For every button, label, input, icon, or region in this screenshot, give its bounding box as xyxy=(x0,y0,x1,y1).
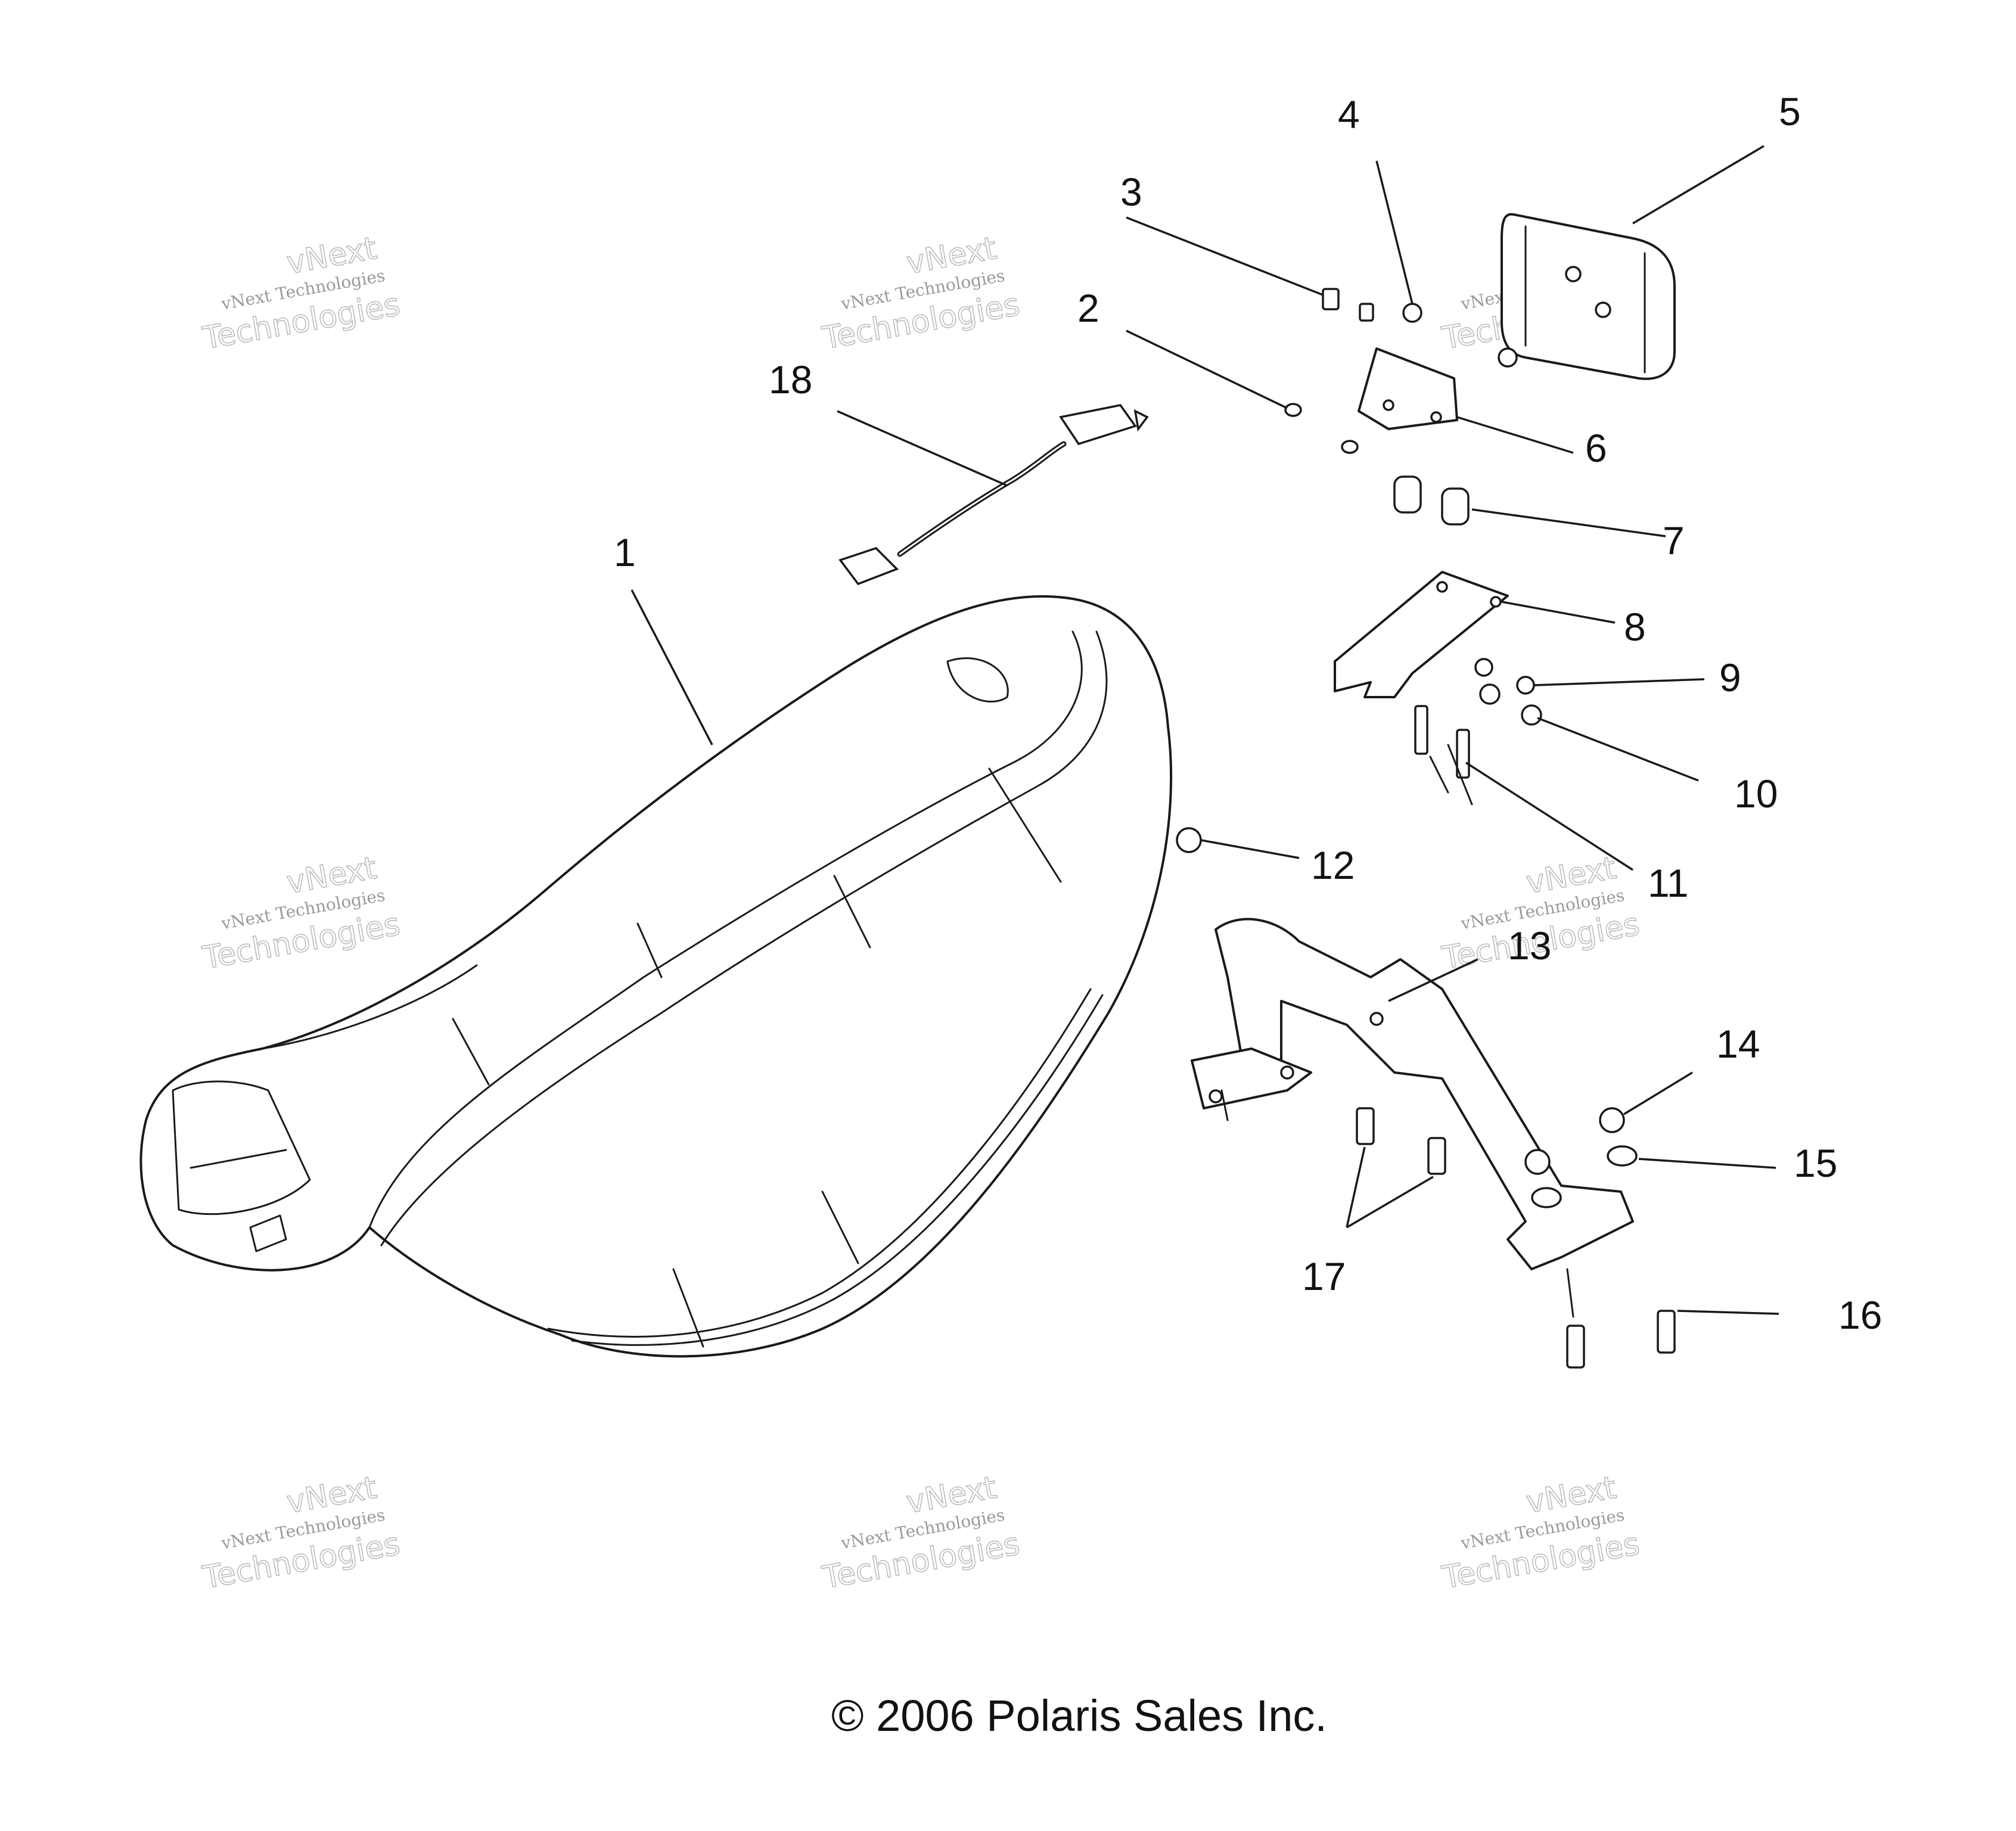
callout-1: 1 xyxy=(614,530,636,574)
callout-13: 13 xyxy=(1508,924,1551,968)
callout-3: 3 xyxy=(1120,170,1142,214)
copyright-text: © 2006 Polaris Sales Inc. xyxy=(831,1691,1327,1740)
callout-4: 4 xyxy=(1338,92,1360,136)
callout-6: 6 xyxy=(1585,426,1607,470)
callout-10: 10 xyxy=(1734,772,1778,816)
callout-15: 15 xyxy=(1794,1141,1837,1185)
callout-labels: 1 2 3 4 5 6 7 8 9 10 11 12 13 14 15 16 1… xyxy=(614,89,1882,1337)
hardware-parts xyxy=(1176,288,1676,1369)
bracket-8-part xyxy=(1334,571,1509,698)
callout-7: 7 xyxy=(1663,518,1685,562)
callout-16: 16 xyxy=(1838,1293,1882,1337)
grab-handle-part xyxy=(1191,918,1634,1270)
callout-17: 17 xyxy=(1302,1254,1346,1298)
wiring-harness-part xyxy=(838,404,1149,586)
callout-11: 11 xyxy=(1648,861,1689,905)
bracket-6-part xyxy=(1358,347,1458,430)
callout-2: 2 xyxy=(1077,286,1099,330)
tail-light-part xyxy=(1501,213,1676,380)
callout-14: 14 xyxy=(1716,1022,1760,1066)
callout-18: 18 xyxy=(769,358,812,402)
callout-12: 12 xyxy=(1311,843,1355,887)
seat-part xyxy=(139,595,1173,1358)
callout-5: 5 xyxy=(1779,89,1801,133)
callout-8: 8 xyxy=(1624,605,1646,649)
callout-9: 9 xyxy=(1719,655,1741,700)
leader-lines xyxy=(630,145,1779,1318)
